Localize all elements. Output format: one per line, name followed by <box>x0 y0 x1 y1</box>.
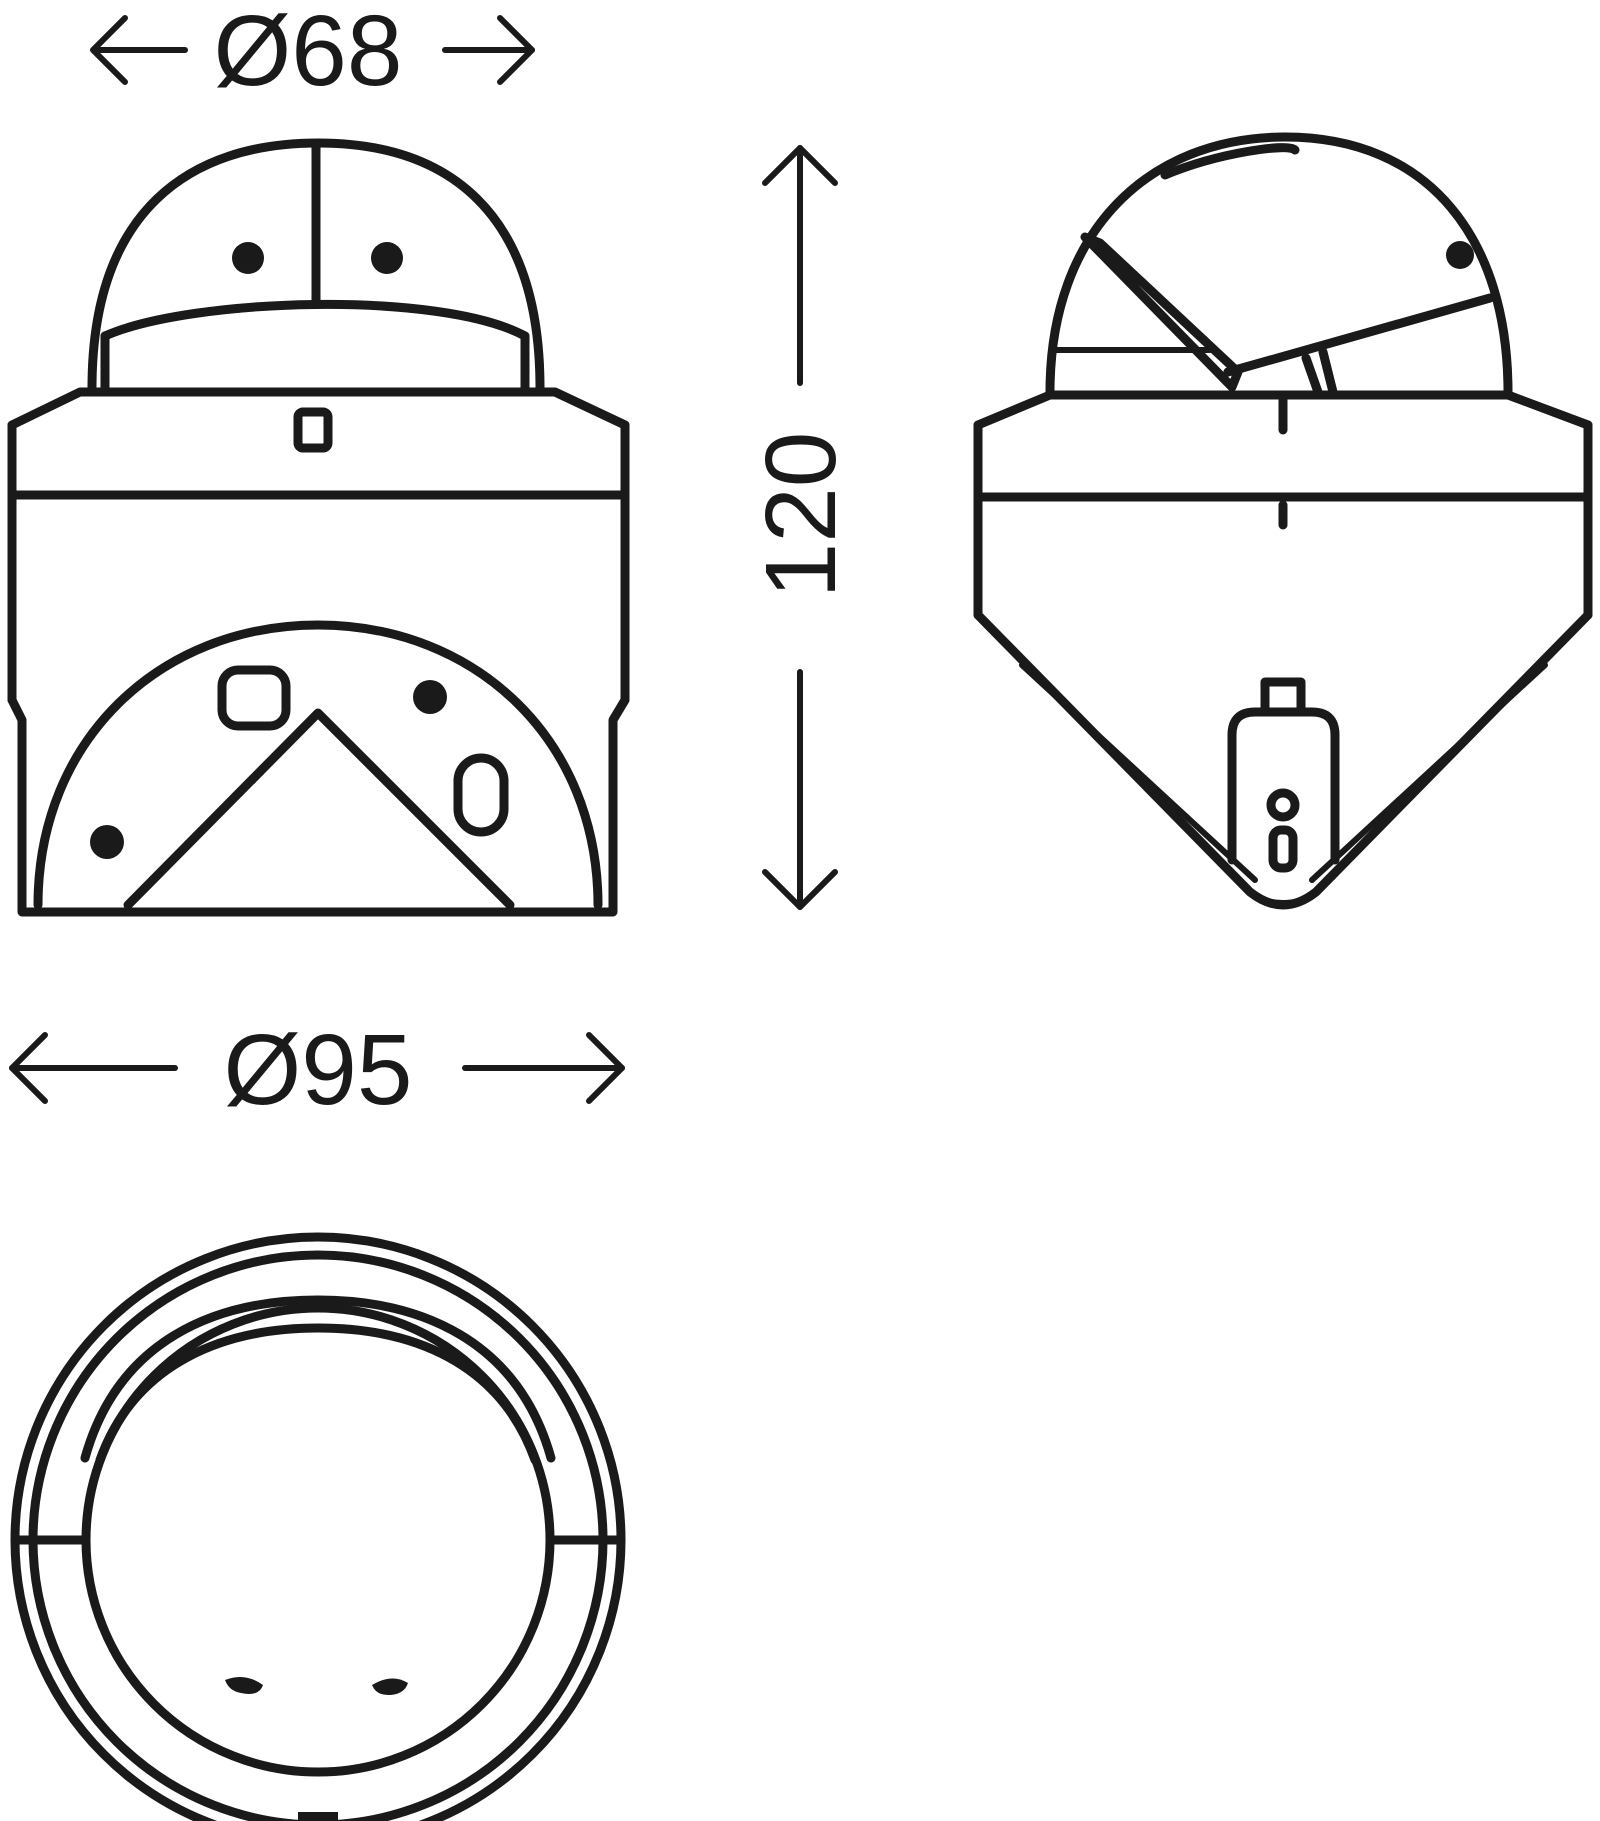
front-body-lower <box>7 695 630 917</box>
plan-sensor-right <box>372 1678 408 1695</box>
side-dome-visor <box>1080 232 1243 392</box>
side-bracket-tip <box>1250 892 1316 909</box>
front-body-sides <box>7 420 630 705</box>
side-view <box>973 132 1593 910</box>
side-bracket-inner <box>1019 662 1548 883</box>
dim-height-arrowhead-top <box>762 145 838 186</box>
side-bracket-vee <box>973 610 1593 910</box>
dimension-base-diameter: Ø95 <box>9 1014 625 1126</box>
plan-head-arc-outer <box>80 1295 556 1463</box>
dimension-top-diameter: Ø68 <box>90 0 535 107</box>
front-bracket-arc <box>33 620 603 910</box>
dim-base-arrowhead-right <box>586 1032 625 1104</box>
side-body-sides <box>973 420 1593 620</box>
dim-arrowhead-left <box>90 15 128 85</box>
side-bracket-slot <box>1268 825 1298 873</box>
front-view <box>7 138 630 917</box>
front-dome-hole-left <box>232 242 264 274</box>
base-diameter-label: Ø95 <box>223 1014 412 1126</box>
dimension-height: 120 <box>745 145 857 910</box>
front-bracket-slot-left <box>217 665 291 731</box>
dim-height-arrowhead-bottom <box>762 869 838 910</box>
plan-sensor-left <box>225 1676 263 1694</box>
side-dome-stem <box>1301 347 1338 397</box>
top-diameter-label: Ø68 <box>213 0 402 107</box>
side-bracket-tab <box>1260 677 1306 717</box>
dim-arrowhead-right <box>497 15 535 85</box>
side-dome-visor-edge <box>1223 293 1495 377</box>
front-collar-top <box>7 387 630 430</box>
front-bracket-hole-left <box>90 825 124 859</box>
side-dome-outline <box>1045 132 1513 397</box>
side-bracket-ring <box>1266 788 1300 822</box>
side-dome-screw <box>1446 241 1474 269</box>
bottom-view <box>10 1232 626 1821</box>
front-bracket-slot-right <box>453 753 509 837</box>
front-dome-band <box>100 299 530 341</box>
plan-outer-ring-inner <box>28 1250 608 1821</box>
plan-bottom-clip <box>298 1812 338 1821</box>
front-collar-clip <box>293 407 333 453</box>
height-label: 120 <box>745 432 857 599</box>
dim-base-arrowhead-left <box>9 1032 48 1104</box>
side-dome-crease <box>1160 143 1300 180</box>
plan-head-arc-inner <box>95 1323 540 1465</box>
front-bracket-notch <box>123 708 515 910</box>
side-collar-top <box>973 390 1593 430</box>
front-bracket-hole-right <box>413 680 447 714</box>
front-dome-hole-right <box>371 242 403 274</box>
side-bracket-mount <box>1227 707 1340 865</box>
